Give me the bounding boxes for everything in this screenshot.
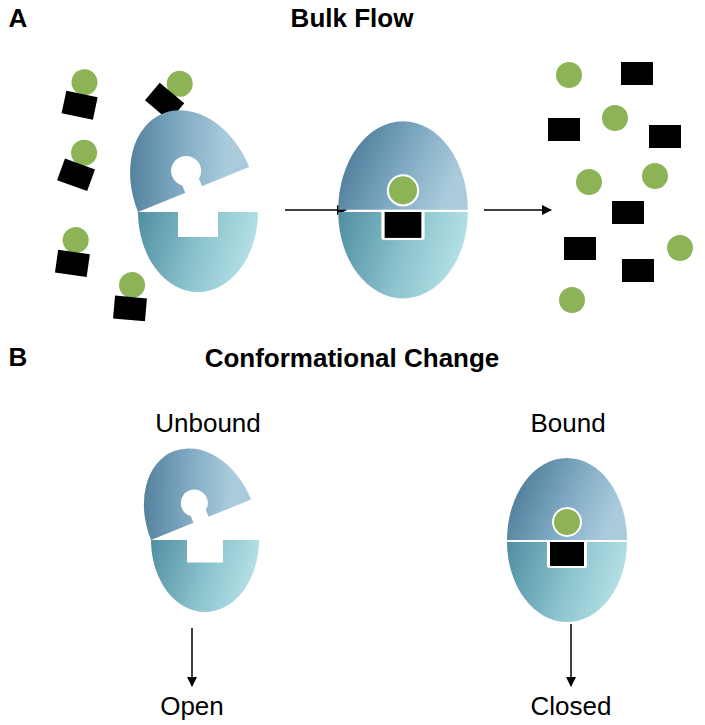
state-label: Unbound [155,410,261,436]
state-arrow [191,628,193,686]
closed-protein [338,121,468,298]
step-arrow [285,209,346,211]
open-protein [107,91,258,292]
panel-title: Bulk Flow [291,5,414,31]
state-name: Open [160,693,224,719]
panel-letter: A [9,5,28,31]
free-ligand [548,62,693,313]
step-arrow [484,209,551,211]
state-arrow [570,624,572,686]
panel-title: Conformational Change [205,345,500,371]
state-name: Closed [531,693,612,719]
closed-protein [507,458,627,622]
panel-letter: B [9,344,28,370]
state-label: Bound [530,410,605,436]
open-protein [123,431,259,612]
